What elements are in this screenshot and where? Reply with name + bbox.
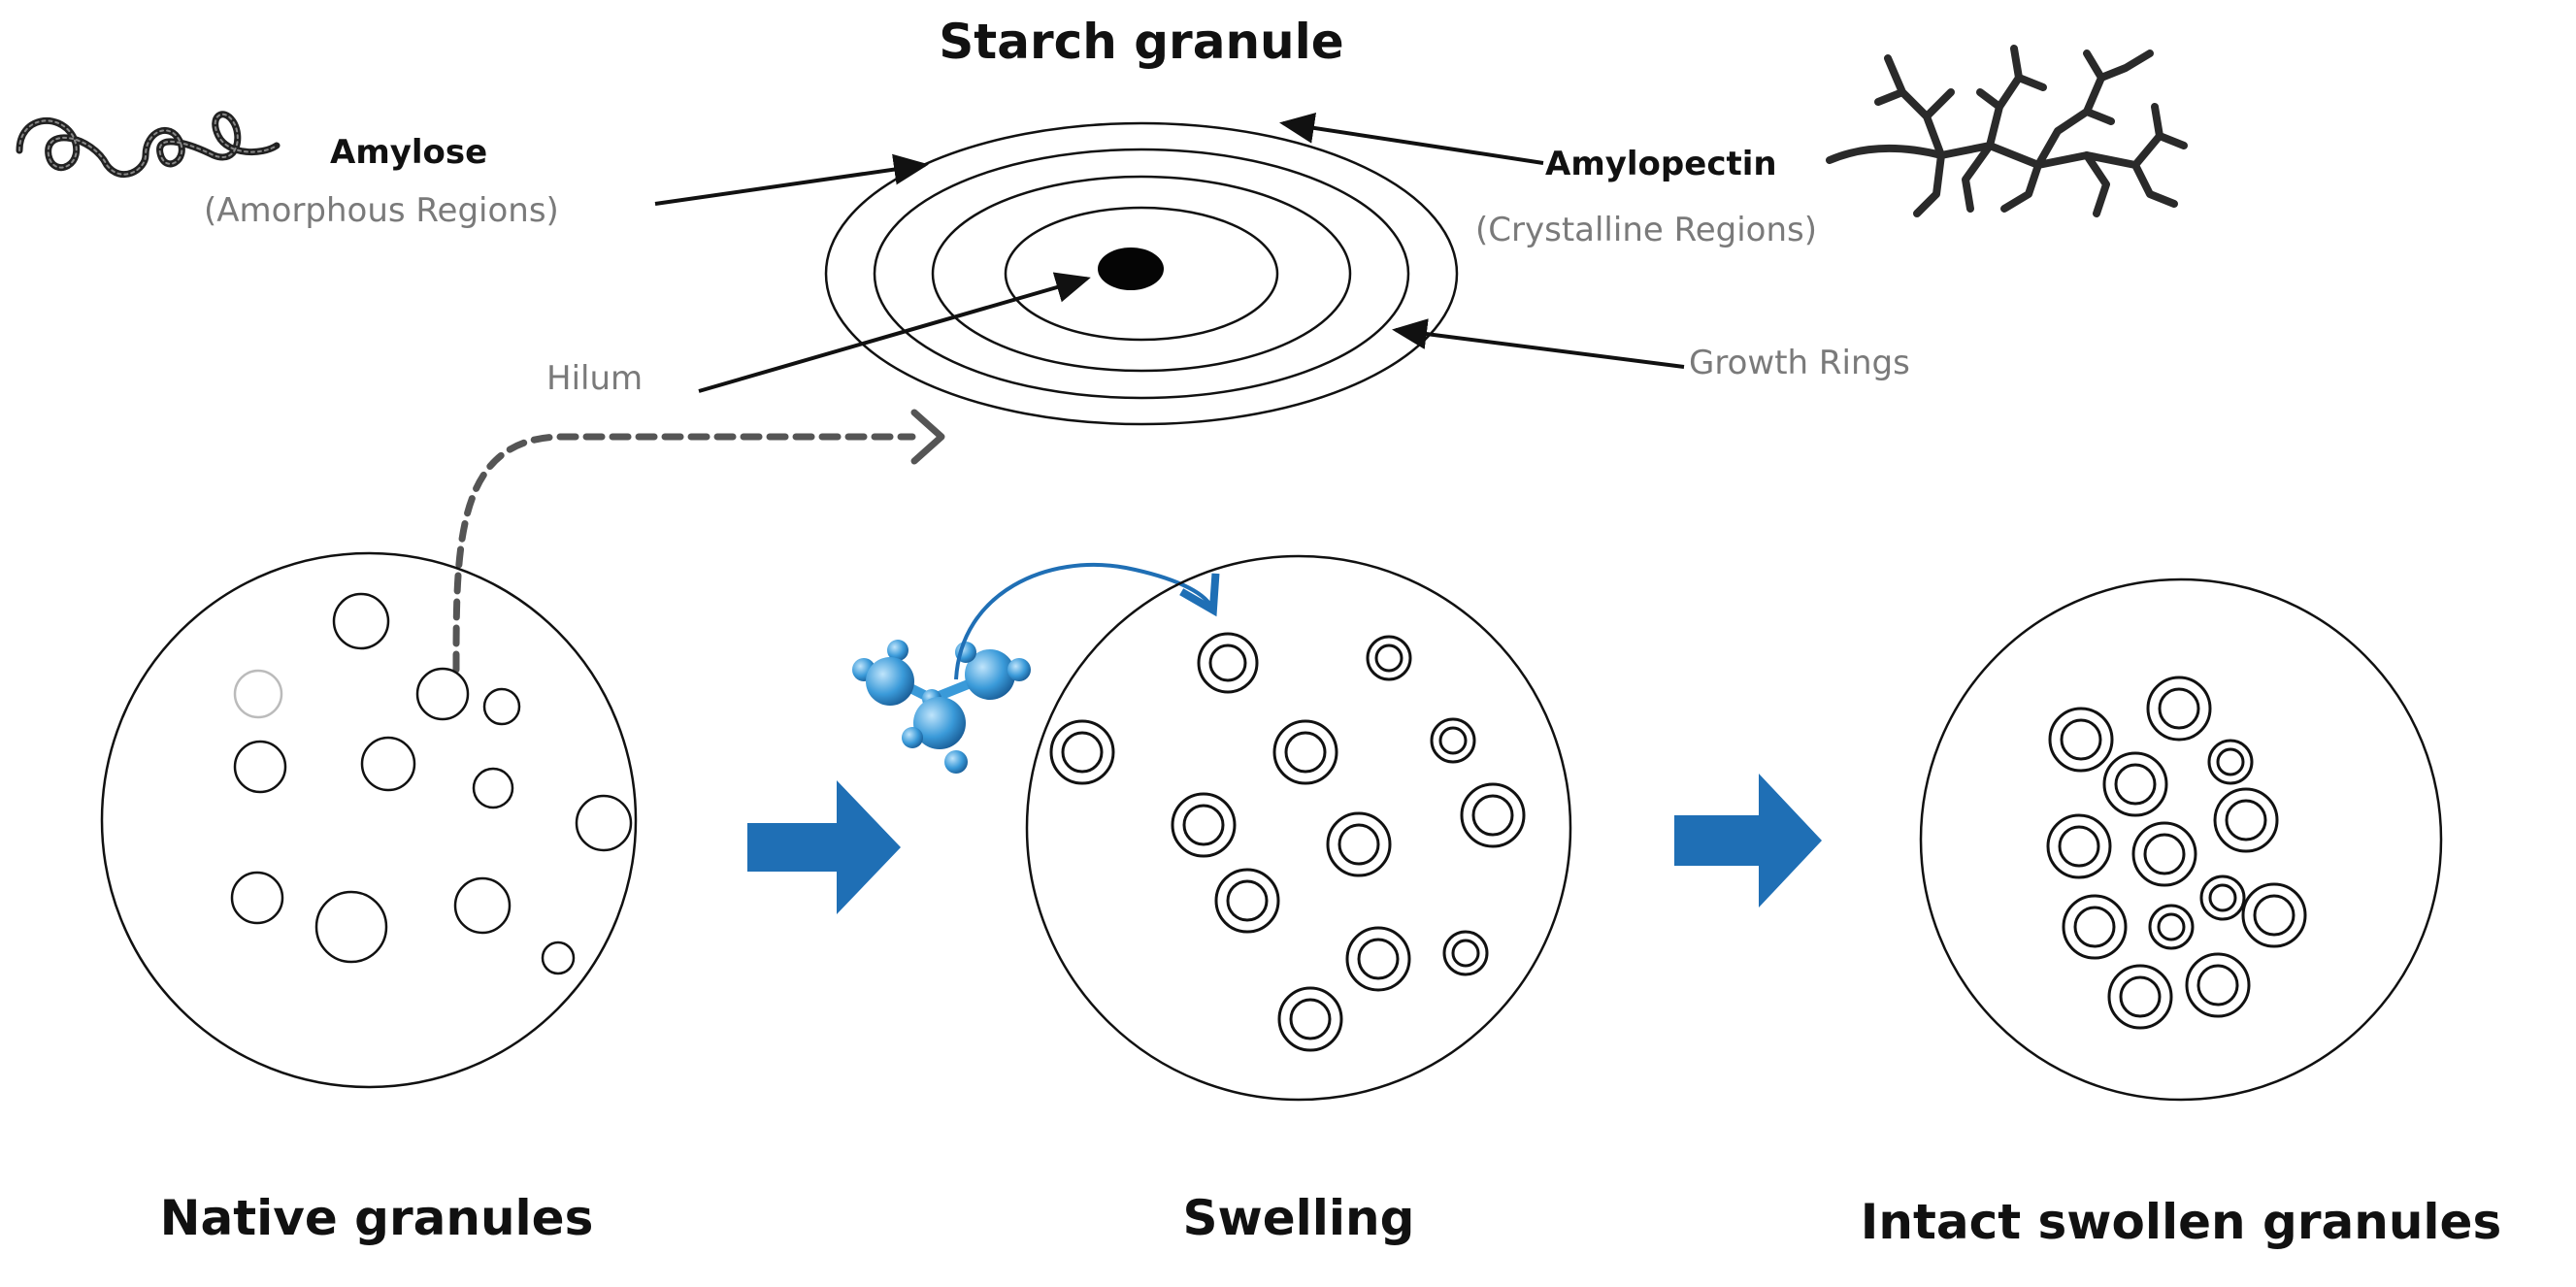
hilum-label: Hilum bbox=[546, 359, 643, 398]
amylopectin-sublabel: (Crystalline Regions) bbox=[1475, 211, 1817, 249]
water-molecule-icon bbox=[852, 640, 1031, 774]
hilum-arrow bbox=[698, 272, 1091, 393]
pointer-arrows bbox=[654, 113, 1685, 393]
amylopectin-label: Amylopectin bbox=[1545, 145, 1777, 183]
starch-granule bbox=[824, 121, 1459, 426]
growth-ring-outer bbox=[824, 121, 1459, 426]
growth-rings-label: Growth Rings bbox=[1689, 344, 1910, 382]
growth-ring-inner bbox=[1004, 206, 1279, 342]
process-arrow-1 bbox=[747, 780, 901, 914]
amylose-arrow bbox=[654, 153, 929, 206]
dashed-arrow-head-icon bbox=[910, 409, 945, 465]
growth-ring-3 bbox=[931, 175, 1352, 373]
stage-native-label: Native granules bbox=[160, 1190, 594, 1246]
native-granules-panel bbox=[100, 551, 638, 1089]
process-arrow-2 bbox=[1674, 774, 1822, 908]
swelling-panel bbox=[1025, 554, 1572, 1102]
growth-ring-2 bbox=[873, 148, 1410, 400]
amylopectin-branch-icon bbox=[1826, 45, 2188, 217]
growth-rings-arrow bbox=[1392, 318, 1685, 369]
amylose-sublabel: (Amorphous Regions) bbox=[204, 191, 559, 230]
diagram-title: Starch granule bbox=[939, 14, 1343, 70]
intact-swollen-panel bbox=[1919, 578, 2443, 1102]
zoom-dashed-arrow bbox=[452, 433, 916, 674]
hilum-dot bbox=[1098, 248, 1164, 290]
water-uptake-arrow bbox=[954, 562, 1220, 680]
stage-swelling-label: Swelling bbox=[1183, 1190, 1415, 1246]
amylose-label: Amylose bbox=[330, 133, 487, 172]
amylopectin-arrow bbox=[1279, 113, 1544, 165]
amylose-chain-icon bbox=[16, 111, 281, 179]
stage-intact-label: Intact swollen granules bbox=[1861, 1194, 2501, 1250]
